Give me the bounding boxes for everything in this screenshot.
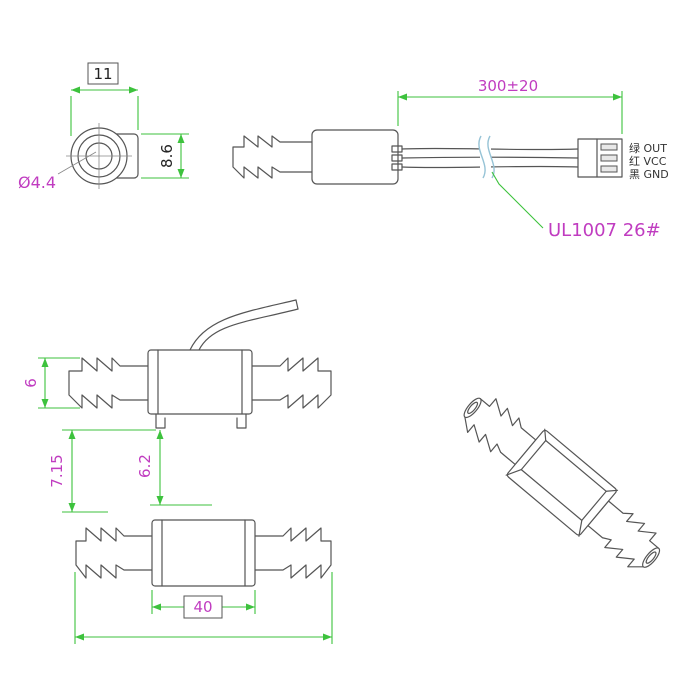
connector-pin — [600, 143, 618, 151]
sensor-body — [147, 349, 253, 415]
rim-edge — [578, 519, 583, 537]
rim-edge — [544, 428, 547, 442]
connector-pin — [600, 154, 618, 162]
sensor-body-3d — [506, 429, 617, 536]
hose-barb-left — [75, 527, 153, 579]
dim-box — [183, 595, 223, 619]
sensor-body — [151, 519, 256, 587]
profile-view: 6 7.15 6.2 — [22, 299, 332, 513]
hose-barb-left — [68, 357, 149, 409]
dim-height-label: 8.6 — [158, 144, 176, 168]
end-view: 11 8.6 Ø4.4 — [18, 62, 189, 192]
break-mark — [478, 135, 486, 179]
rim-edge — [605, 489, 619, 492]
wire-label-vcc: 红 VCC — [629, 155, 667, 168]
cable-spec-label: UL1007 26# — [548, 220, 661, 241]
leader-line — [57, 151, 97, 175]
body-opening-rim — [520, 439, 607, 521]
iso-view — [463, 397, 661, 568]
mounting-foot — [155, 413, 166, 429]
dim-box — [87, 62, 119, 85]
connector-pin — [600, 165, 618, 173]
dim-cable-length-label: 300±20 — [478, 77, 538, 95]
cable-line — [198, 308, 299, 351]
mounting-foot — [236, 413, 247, 429]
cable-end — [295, 299, 299, 310]
cable-line — [189, 299, 297, 351]
dim-body-length-label: 40 — [193, 598, 212, 616]
leader-line — [491, 171, 544, 229]
break-gap — [480, 142, 491, 174]
barb-bore — [467, 401, 479, 415]
dim-bracket-a-label: 7.15 — [48, 454, 66, 487]
dim-bore-label: Ø4.4 — [18, 173, 56, 192]
barb-bore — [645, 551, 657, 564]
rim-edge — [505, 469, 522, 476]
hose-barb-left — [232, 135, 313, 179]
wire-label-out: 绿 OUT — [629, 141, 667, 155]
wire-label-gnd: 黑 GND — [629, 168, 669, 181]
dim-width-label: 11 — [93, 65, 112, 83]
sensor-body — [311, 129, 399, 185]
length-view: 40 — [74, 519, 333, 644]
dim-bracket-b-label: 6.2 — [136, 454, 154, 478]
dim-barb-od-label: 6 — [22, 378, 40, 388]
hose-barb-right — [254, 527, 332, 579]
hose-barb-right — [251, 357, 332, 409]
cable-view: 绿 OUT 红 VCC 黑 GND 300±20 UL1007 26# — [232, 77, 669, 241]
